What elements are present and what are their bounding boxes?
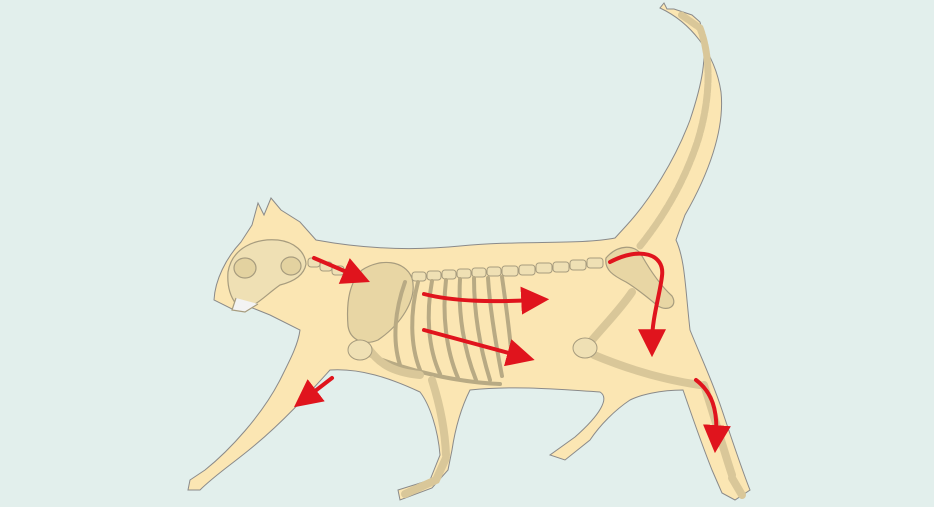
elbow-joint	[348, 340, 372, 360]
knee-joint	[573, 338, 597, 358]
